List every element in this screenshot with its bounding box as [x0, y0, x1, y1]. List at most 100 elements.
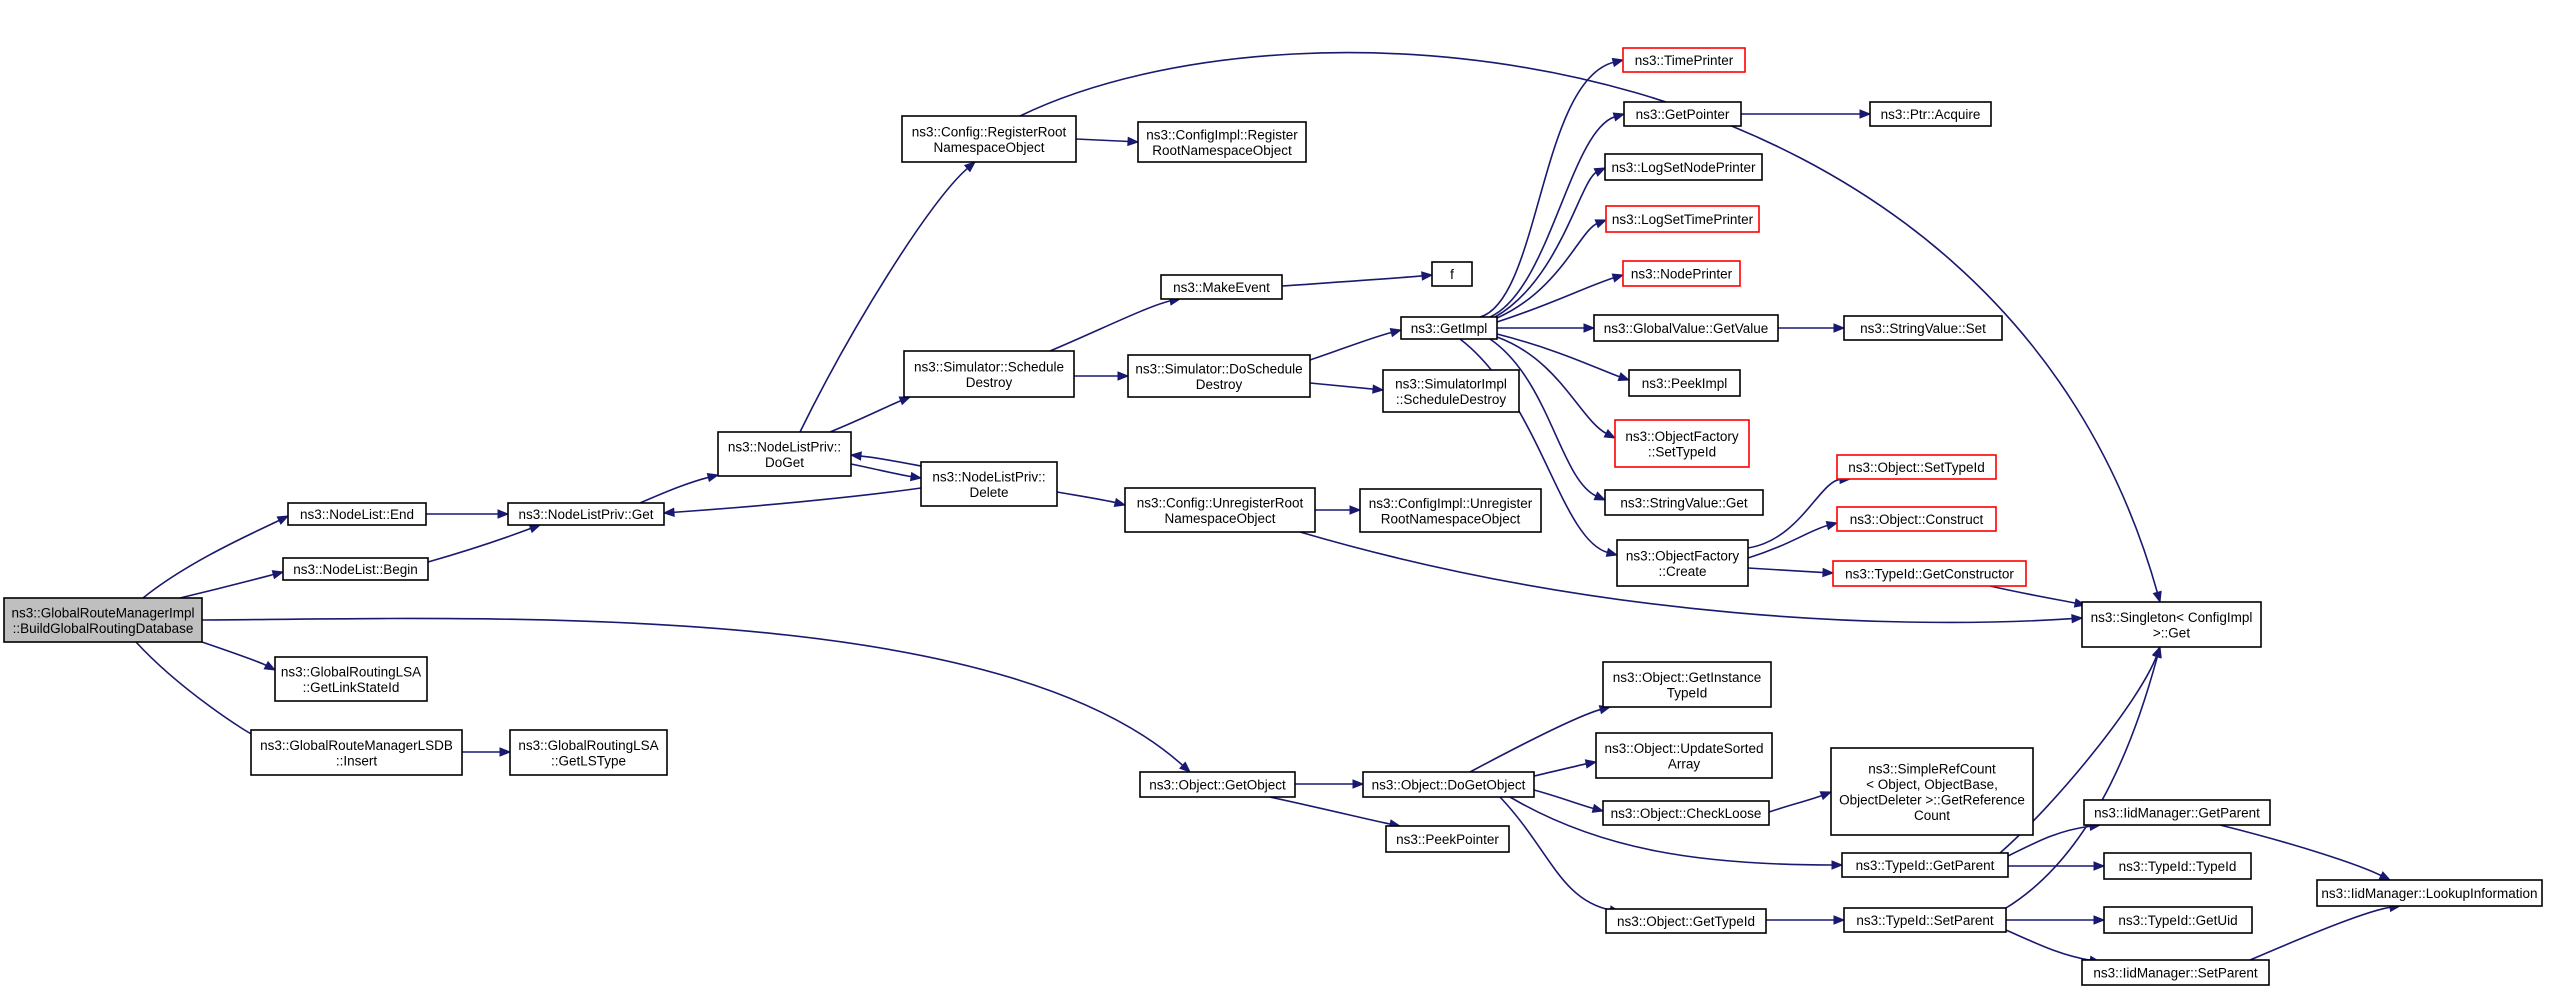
edge-line [1496, 276, 1615, 323]
edge-cfg_unregister-to-singleton [1299, 531, 2084, 624]
edge-line [2007, 825, 2092, 857]
node-of-create[interactable]: ns3::ObjectFactory::Create [1616, 539, 1749, 587]
node-of-settypeid[interactable]: ns3::ObjectFactory::SetTypeId [1614, 419, 1750, 468]
arrowhead-icon [849, 451, 862, 461]
arrowhead-icon [263, 660, 277, 671]
node-obj-dogetobject[interactable]: ns3::Object::DoGetObject [1362, 771, 1535, 798]
edge-line [1747, 478, 1842, 549]
node-simimpl-sched[interactable]: ns3::SimulatorImpl::ScheduleDestroy [1382, 369, 1520, 413]
node-nl-begin[interactable]: ns3::NodeList::Begin [282, 557, 429, 581]
node-peek-pointer[interactable]: ns3::PeekPointer [1385, 825, 1510, 853]
node-box [1604, 153, 1763, 181]
node-f[interactable]: f [1431, 261, 1473, 287]
node-cfgimpl-unregister[interactable]: ns3::ConfigImpl::UnregisterRootNamespace… [1359, 488, 1542, 533]
node-label: ns3::ObjectFactory [1625, 429, 1739, 444]
edge-obj_checkloose-to-simplerefcount [1768, 791, 1833, 813]
arrowhead-icon [963, 161, 977, 173]
edge-line [1509, 796, 1834, 866]
arrowhead-icon [276, 515, 290, 525]
node-box [2081, 959, 2270, 986]
node-tid-getparent[interactable]: ns3::TypeId::GetParent [1841, 852, 2009, 878]
node-get-impl[interactable]: ns3::GetImpl [1400, 316, 1498, 340]
arrowhead-icon [2093, 861, 2106, 871]
node-node-printer[interactable]: ns3::NodePrinter [1622, 260, 1741, 287]
node-label: Destroy [1196, 377, 1243, 392]
node-box [2103, 852, 2252, 880]
node-label: ns3::StringValue::Get [1620, 496, 1748, 511]
node-iid-getparent[interactable]: ns3::IidManager::GetParent [2083, 799, 2271, 826]
node-cfg-unregister[interactable]: ns3::Config::UnregisterRootNamespaceObje… [1124, 487, 1316, 533]
node-sv-get[interactable]: ns3::StringValue::Get [1604, 489, 1764, 516]
arrowhead-icon [2152, 645, 2162, 659]
node-box [1836, 506, 1997, 532]
node-label: Array [1668, 756, 1701, 771]
arrowhead-icon [2071, 613, 2084, 624]
node-box [1836, 454, 1997, 480]
node-label: ns3::GlobalRoutingLSA [281, 664, 421, 679]
node-root[interactable]: ns3::GlobalRouteManagerImpl::BuildGlobal… [3, 597, 203, 643]
edge-sim_schedule-to-make_event [1049, 296, 1182, 352]
node-peek-impl[interactable]: ns3::PeekImpl [1628, 369, 1741, 397]
node-nlp-delete[interactable]: ns3::NodeListPriv::Delete [920, 461, 1058, 507]
node-tid-typeid[interactable]: ns3::TypeId::TypeId [2103, 852, 2252, 880]
node-sim-schedule[interactable]: ns3::Simulator::ScheduleDestroy [903, 350, 1075, 398]
node-label: NamespaceObject [933, 140, 1044, 155]
node-cfgimpl-register[interactable]: ns3::ConfigImpl::RegisterRootNamespaceOb… [1137, 121, 1307, 163]
node-label: RootNamespaceObject [1381, 511, 1521, 526]
node-log-node[interactable]: ns3::LogSetNodePrinter [1604, 153, 1763, 181]
node-box [2083, 799, 2271, 826]
node-label: ::ScheduleDestroy [1396, 392, 1507, 407]
node-glsa-linkstate[interactable]: ns3::GlobalRoutingLSA::GetLinkStateId [274, 656, 428, 702]
node-box [2103, 906, 2253, 934]
node-box [509, 729, 668, 776]
node-sv-set[interactable]: ns3::StringValue::Set [1843, 315, 2003, 341]
node-obj-getobject[interactable]: ns3::Object::GetObject [1139, 771, 1296, 798]
edge-get_impl-to-gv_getvalue [1497, 323, 1596, 333]
node-label: ns3::LogSetNodePrinter [1611, 160, 1756, 175]
node-tid-getctor[interactable]: ns3::TypeId::GetConstructor [1832, 560, 2027, 587]
arrowhead-icon [1859, 109, 1872, 119]
node-obj-checkloose[interactable]: ns3::Object::CheckLoose [1602, 800, 1770, 826]
node-box [250, 729, 463, 776]
node-nl-end[interactable]: ns3::NodeList::End [287, 502, 427, 526]
node-obj-construct[interactable]: ns3::Object::Construct [1836, 506, 1997, 532]
edge-sim_doschedule-to-get_impl [1309, 328, 1403, 361]
node-box [287, 502, 427, 526]
node-nlp-doget[interactable]: ns3::NodeListPriv::DoGet [717, 431, 852, 477]
edge-line [1049, 299, 1172, 352]
node-tid-setparent[interactable]: ns3::TypeId::SetParent [1843, 907, 2007, 933]
node-get-pointer[interactable]: ns3::GetPointer [1623, 101, 1742, 127]
node-label: ns3::Config::RegisterRoot [912, 124, 1067, 139]
node-iid-setparent[interactable]: ns3::IidManager::SetParent [2081, 959, 2270, 986]
edge-nlp_delete-to-nlp_get [662, 487, 922, 517]
node-obj-gettypeid[interactable]: ns3::Object::GetTypeId [1605, 908, 1767, 934]
edge-tid_setparent-to-iid_setparent [2005, 929, 2102, 965]
node-glsa-lstype[interactable]: ns3::GlobalRoutingLSA::GetLSType [509, 729, 668, 776]
node-singleton[interactable]: ns3::Singleton< ConfigImpl>::Get [2081, 601, 2262, 648]
node-time-printer[interactable]: ns3::TimePrinter [1622, 47, 1746, 73]
node-label: ::Create [1658, 564, 1706, 579]
node-lsdb-insert[interactable]: ns3::GlobalRouteManagerLSDB::Insert [250, 729, 463, 776]
node-ptr-acquire[interactable]: ns3::Ptr::Acquire [1869, 101, 1992, 127]
node-label: ns3::Object::SetTypeId [1848, 460, 1985, 475]
node-label: ns3::Object::GetObject [1149, 778, 1286, 793]
edge-line [2219, 824, 2383, 877]
node-tid-getuid[interactable]: ns3::TypeId::GetUid [2103, 906, 2253, 934]
edge-nlp_delete-to-nlp_doget [849, 451, 922, 467]
node-box [717, 431, 852, 477]
node-gv-getvalue[interactable]: ns3::GlobalValue::GetValue [1593, 314, 1779, 342]
node-label: ns3::SimulatorImpl [1395, 376, 1507, 391]
node-log-time[interactable]: ns3::LogSetTimePrinter [1605, 205, 1760, 233]
node-label: ns3::SimpleRefCount [1868, 761, 1996, 776]
edge-get_impl-to-log_time [1496, 219, 1608, 319]
node-nlp-get[interactable]: ns3::NodeListPriv::Get [507, 502, 665, 526]
node-simplerefcount[interactable]: ns3::SimpleRefCount< Object, ObjectBase,… [1830, 747, 2034, 836]
node-iid-lookup[interactable]: ns3::IidManager::LookupInformation [2316, 879, 2543, 907]
node-box [507, 502, 665, 526]
node-obj-settypeid[interactable]: ns3::Object::SetTypeId [1836, 454, 1997, 480]
node-make-event[interactable]: ns3::MakeEvent [1160, 274, 1283, 300]
